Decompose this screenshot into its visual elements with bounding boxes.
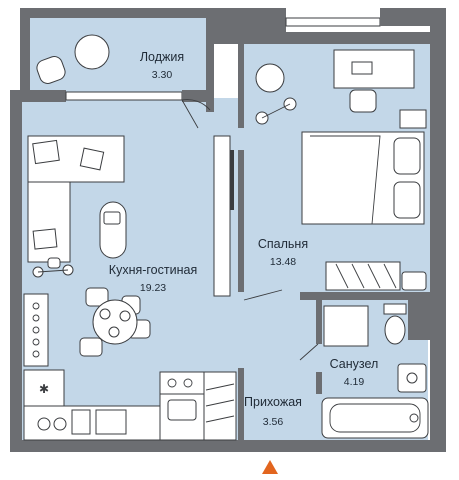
sofa-cushion-1 bbox=[32, 139, 60, 165]
kitchen-living-area: 19.23 bbox=[140, 282, 166, 294]
right-bathroom-stub bbox=[408, 300, 430, 340]
entrance-triangle-icon bbox=[262, 460, 278, 474]
loggia-right-wall bbox=[206, 8, 214, 112]
loggia-top-wall bbox=[20, 8, 212, 18]
bottom-wall bbox=[10, 440, 446, 452]
bedroom-top-wall-right bbox=[380, 8, 446, 26]
bedroom-window bbox=[285, 17, 381, 27]
tv-screen bbox=[230, 150, 234, 210]
coffee-table bbox=[99, 201, 127, 259]
loggia-floor bbox=[30, 18, 206, 94]
sofa-left-section bbox=[27, 181, 71, 263]
room-labels: Лоджия 3.30 Кухня-гостиная 19.23 Спальня… bbox=[109, 50, 379, 428]
pillow-top bbox=[393, 137, 421, 175]
bedroom-label: Спальня bbox=[258, 237, 308, 251]
tricycle-toy bbox=[32, 257, 74, 278]
loggia-kitchen-wall-right bbox=[182, 90, 214, 102]
wardrobe bbox=[203, 371, 237, 441]
kitchen-left-wall bbox=[10, 90, 22, 452]
rocking-horse-toy bbox=[255, 63, 297, 125]
loggia-window bbox=[65, 91, 183, 101]
sink-icon bbox=[167, 399, 197, 421]
fridge bbox=[23, 369, 65, 407]
laptop-icon bbox=[351, 61, 373, 75]
bedroom-area: 13.48 bbox=[270, 256, 296, 268]
coffee-table-item bbox=[103, 211, 121, 225]
sink-base bbox=[71, 409, 91, 435]
loggia-area: 3.30 bbox=[152, 69, 173, 81]
cabinet-right bbox=[95, 409, 127, 435]
bathroom-area: 4.19 bbox=[344, 376, 365, 388]
loggia-label: Лоджия bbox=[140, 50, 184, 64]
doors bbox=[181, 99, 319, 361]
hallway-label: Прихожая bbox=[244, 395, 302, 409]
nightstand bbox=[399, 109, 427, 129]
washer-icon bbox=[37, 417, 51, 431]
bathroom-furniture bbox=[321, 303, 429, 439]
loggia-door-arc bbox=[181, 99, 211, 111]
kitchen-bedroom-partition-top bbox=[238, 32, 244, 128]
loggia-left-wall bbox=[20, 8, 30, 98]
bathroom-label: Санузел bbox=[330, 357, 379, 371]
hob-cabinet bbox=[159, 371, 205, 395]
stove-icon bbox=[32, 302, 40, 358]
bathtub bbox=[321, 397, 429, 439]
bedroom-bathroom-partition bbox=[300, 292, 430, 300]
dining-set bbox=[79, 287, 151, 357]
snowflake-icon: ✱ bbox=[39, 382, 49, 396]
hallway-bathroom-partition-low bbox=[316, 372, 322, 394]
hallway-floor bbox=[238, 292, 318, 442]
loggia-armchair bbox=[36, 56, 66, 84]
sofa-cushion-3 bbox=[32, 228, 58, 250]
kitchen-living-furniture: ✱ bbox=[23, 135, 237, 441]
bedroom-door-leaf bbox=[243, 289, 283, 301]
walls bbox=[10, 8, 446, 452]
desk-chair bbox=[349, 89, 377, 113]
loggia-door-leaf bbox=[181, 99, 199, 129]
sofa-cushion-2 bbox=[79, 147, 105, 171]
tv-cabinet bbox=[213, 135, 231, 297]
toilet-bowl bbox=[384, 315, 406, 345]
hallway-area: 3.56 bbox=[263, 416, 284, 428]
toilet-tank bbox=[383, 303, 407, 315]
washing-machine bbox=[323, 305, 369, 347]
bathroom-door-leaf bbox=[299, 343, 319, 361]
kitchen-bedroom-partition-mid bbox=[238, 150, 244, 292]
desk bbox=[333, 49, 415, 89]
laundry-basket bbox=[401, 271, 427, 291]
loggia-furniture bbox=[36, 34, 110, 84]
hallway-bathroom-partition bbox=[316, 300, 322, 344]
kitchen-living-label: Кухня-гостиная bbox=[109, 263, 197, 277]
kitchen-cabinet-left bbox=[23, 293, 49, 367]
loggia-kitchen-wall-left bbox=[10, 90, 66, 102]
loggia-round-table bbox=[74, 34, 110, 70]
right-wall bbox=[430, 8, 446, 452]
pillow-bottom bbox=[393, 181, 421, 219]
bedroom-furniture bbox=[255, 49, 427, 291]
entry-closet-wall bbox=[238, 368, 244, 442]
bathtub-inner bbox=[329, 403, 421, 433]
bedroom-top-wall-inner bbox=[238, 32, 430, 44]
blanket-fold bbox=[310, 135, 381, 225]
